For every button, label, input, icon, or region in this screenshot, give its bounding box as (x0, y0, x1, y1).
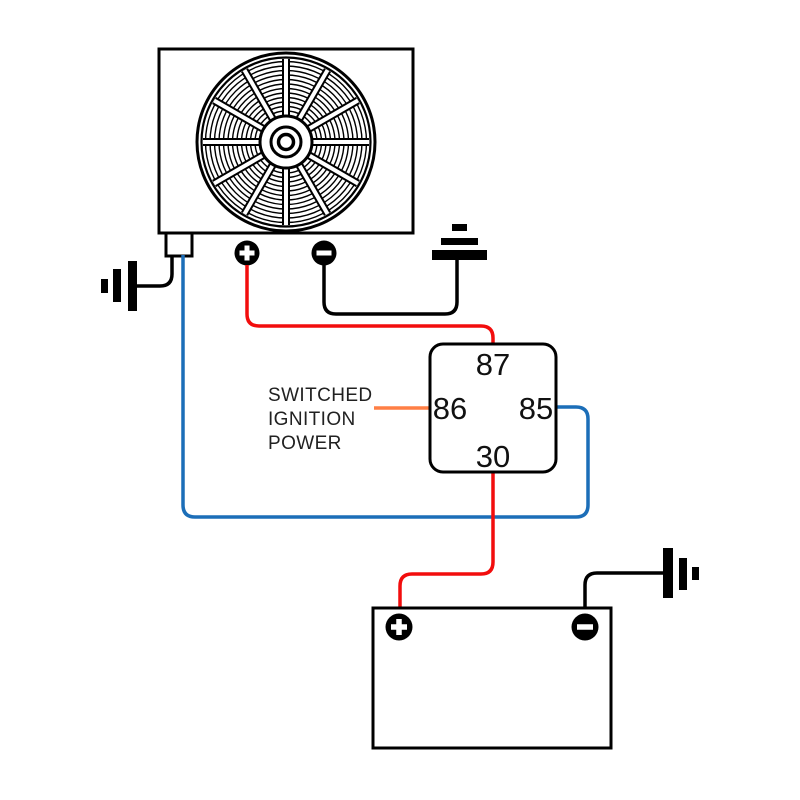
fan-negative-terminal (311, 240, 337, 266)
switched-ignition-power-label: SWITCHED IGNITION POWER (268, 385, 373, 454)
relay: 87 86 85 30 (428, 342, 558, 474)
battery-positive-terminal (385, 613, 413, 641)
plus-icon (239, 245, 255, 261)
relay-pin-87-label: 87 (476, 347, 510, 382)
relay-box (428, 342, 558, 474)
fan-negative-ground-wire (322, 259, 459, 316)
relay-pin-86-label: 86 (433, 391, 467, 426)
relay-pin-85-label: 85 (519, 391, 553, 426)
fan-wiring-connector (164, 231, 194, 258)
fan-positive-terminal (234, 240, 260, 266)
ground-icon-top-right (432, 224, 487, 260)
relay30-to-battery-positive-wire (398, 471, 495, 609)
relay-pin-30-label: 30 (476, 439, 510, 474)
ignition-label-line-1: SWITCHED (268, 385, 373, 406)
ground-icon-bottom-right (663, 548, 699, 598)
fan-assembly (157, 47, 415, 258)
relay85-to-fan-switch-wire (181, 255, 590, 519)
plus-icon (391, 619, 407, 635)
battery (371, 606, 613, 750)
fan-hub (258, 114, 314, 170)
battery-negative-ground-wire (583, 571, 664, 609)
fan-connector-ground-wire (136, 255, 174, 288)
ignition-label-line-2: IGNITION (268, 409, 356, 430)
fan-positive-to-relay87-wire (245, 265, 495, 345)
ground-icon-left (101, 261, 137, 311)
battery-box (371, 606, 613, 750)
fan-spokes (203, 59, 369, 225)
battery-negative-terminal (571, 613, 599, 641)
ignition-label-line-3: POWER (268, 433, 342, 454)
fan-rim-inner (200, 56, 372, 228)
fan-rim-outer (195, 51, 377, 233)
